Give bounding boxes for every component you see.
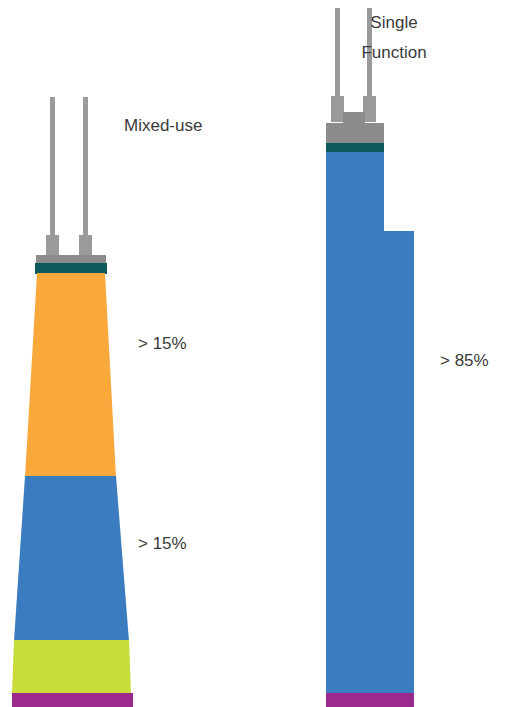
roof-cap bbox=[326, 123, 384, 144]
share-percent: > 15% bbox=[138, 534, 187, 554]
mixed-use-tower bbox=[12, 97, 133, 707]
share-percent: > 15% bbox=[138, 334, 187, 354]
antenna bbox=[50, 97, 55, 257]
purple-band bbox=[326, 693, 414, 707]
roof-band bbox=[326, 143, 384, 153]
antenna-base bbox=[46, 235, 59, 257]
share-percent: > 85% bbox=[440, 351, 489, 371]
green-band bbox=[12, 640, 131, 694]
roof-cap bbox=[36, 255, 106, 264]
blue-body bbox=[326, 152, 414, 694]
tower-title: Mixed-use bbox=[124, 116, 202, 136]
roof-block bbox=[343, 112, 365, 124]
antenna bbox=[83, 97, 88, 257]
tower-title: Single Function bbox=[350, 8, 438, 68]
purple-band bbox=[12, 693, 133, 707]
antenna-base bbox=[331, 96, 344, 122]
antenna-base bbox=[79, 235, 92, 257]
roof-band bbox=[35, 263, 107, 274]
single-function-tower bbox=[326, 8, 414, 707]
orange-band bbox=[25, 273, 116, 477]
blue-band bbox=[14, 476, 129, 641]
